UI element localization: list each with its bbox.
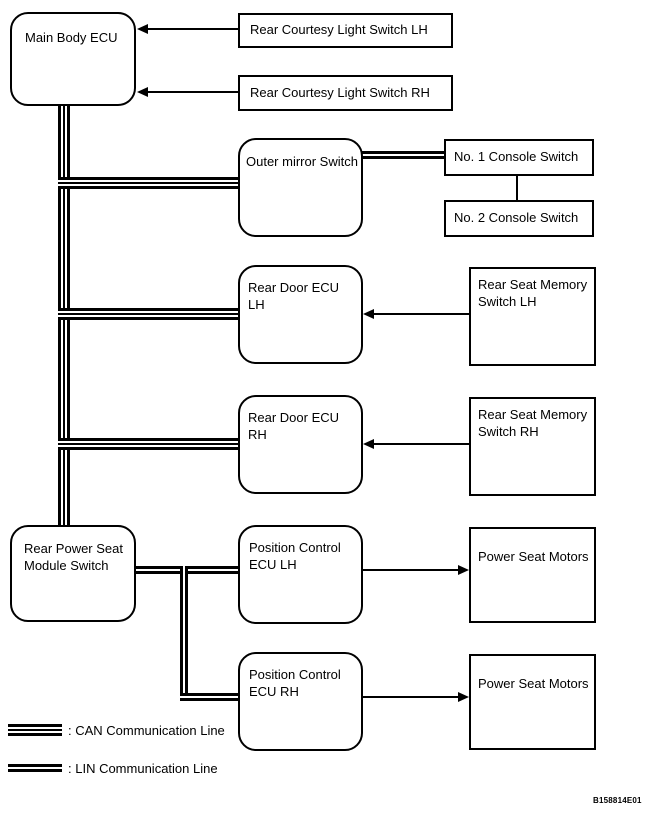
lin-branch-vertical (180, 566, 188, 701)
can-branch-rear-door-rh (58, 438, 238, 450)
arrowhead-memory-lh (363, 309, 374, 319)
node-label: Rear Seat Memory Switch LH (478, 277, 588, 309)
wire-ecu-rh-to-motors (363, 696, 458, 698)
node-label: No. 2 Console Switch (454, 210, 579, 226)
node-label: Outer mirror Switch (246, 154, 358, 169)
node-rear-courtesy-light-switch-rh: Rear Courtesy Light Switch RH (238, 75, 453, 111)
wire-memory-lh (372, 313, 469, 315)
wire-ecu-lh-to-motors (363, 569, 458, 571)
node-label: Position Control ECU RH (249, 667, 341, 699)
lin-branch-to-ecu-rh (180, 693, 238, 701)
node-label: Rear Seat Memory Switch RH (478, 407, 588, 439)
node-position-control-ecu-lh: Position Control ECU LH (238, 525, 363, 624)
node-label: Power Seat Motors (478, 549, 589, 564)
arrowhead-motors-lh (458, 565, 469, 575)
node-rear-courtesy-light-switch-lh: Rear Courtesy Light Switch LH (238, 13, 453, 48)
can-branch-rear-door-lh (58, 308, 238, 320)
node-label: No. 1 Console Switch (454, 149, 579, 165)
node-position-control-ecu-rh: Position Control ECU RH (238, 652, 363, 751)
node-label: Rear Door ECU LH (248, 280, 340, 312)
node-label: Rear Courtesy Light Switch RH (250, 84, 430, 100)
arrowhead-memory-rh (363, 439, 374, 449)
lin-outer-mirror-to-console (362, 151, 444, 159)
node-label: Rear Power Seat Module Switch (24, 541, 123, 573)
node-rear-seat-memory-switch-rh: Rear Seat Memory Switch RH (469, 397, 596, 496)
legend-lin-label: : LIN Communication Line (68, 761, 218, 776)
node-label: Power Seat Motors (478, 676, 589, 691)
node-rear-door-ecu-lh: Rear Door ECU LH (238, 265, 363, 364)
node-main-body-ecu: Main Body ECU (10, 12, 136, 106)
node-rear-door-ecu-rh: Rear Door ECU RH (238, 395, 363, 494)
arrowhead-courtesy-lh (137, 24, 148, 34)
figure-code: B158814E01 (593, 796, 642, 805)
node-rear-power-seat-module-switch: Rear Power Seat Module Switch (10, 525, 136, 622)
legend-can-label: : CAN Communication Line (68, 723, 225, 738)
can-branch-outer-mirror (58, 177, 238, 189)
lin-line-sample (8, 764, 62, 772)
arrowhead-motors-rh (458, 692, 469, 702)
node-label: Rear Courtesy Light Switch LH (250, 22, 428, 38)
wire-memory-rh (372, 443, 469, 445)
node-no1-console-switch: No. 1 Console Switch (444, 139, 594, 176)
node-rear-seat-memory-switch-lh: Rear Seat Memory Switch LH (469, 267, 596, 366)
node-outer-mirror-switch: Outer mirror Switch (238, 138, 363, 237)
node-label: Main Body ECU (25, 30, 118, 45)
wire-console-1-to-2 (516, 176, 518, 200)
wire-courtesy-rh (146, 91, 238, 93)
node-label: Position Control ECU LH (249, 540, 341, 572)
arrowhead-courtesy-rh (137, 87, 148, 97)
node-no2-console-switch: No. 2 Console Switch (444, 200, 594, 237)
node-label: Rear Door ECU RH (248, 410, 340, 442)
wire-courtesy-lh (146, 28, 238, 30)
node-power-seat-motors-rh: Power Seat Motors (469, 654, 596, 750)
node-power-seat-motors-lh: Power Seat Motors (469, 527, 596, 623)
can-line-sample (8, 724, 62, 736)
